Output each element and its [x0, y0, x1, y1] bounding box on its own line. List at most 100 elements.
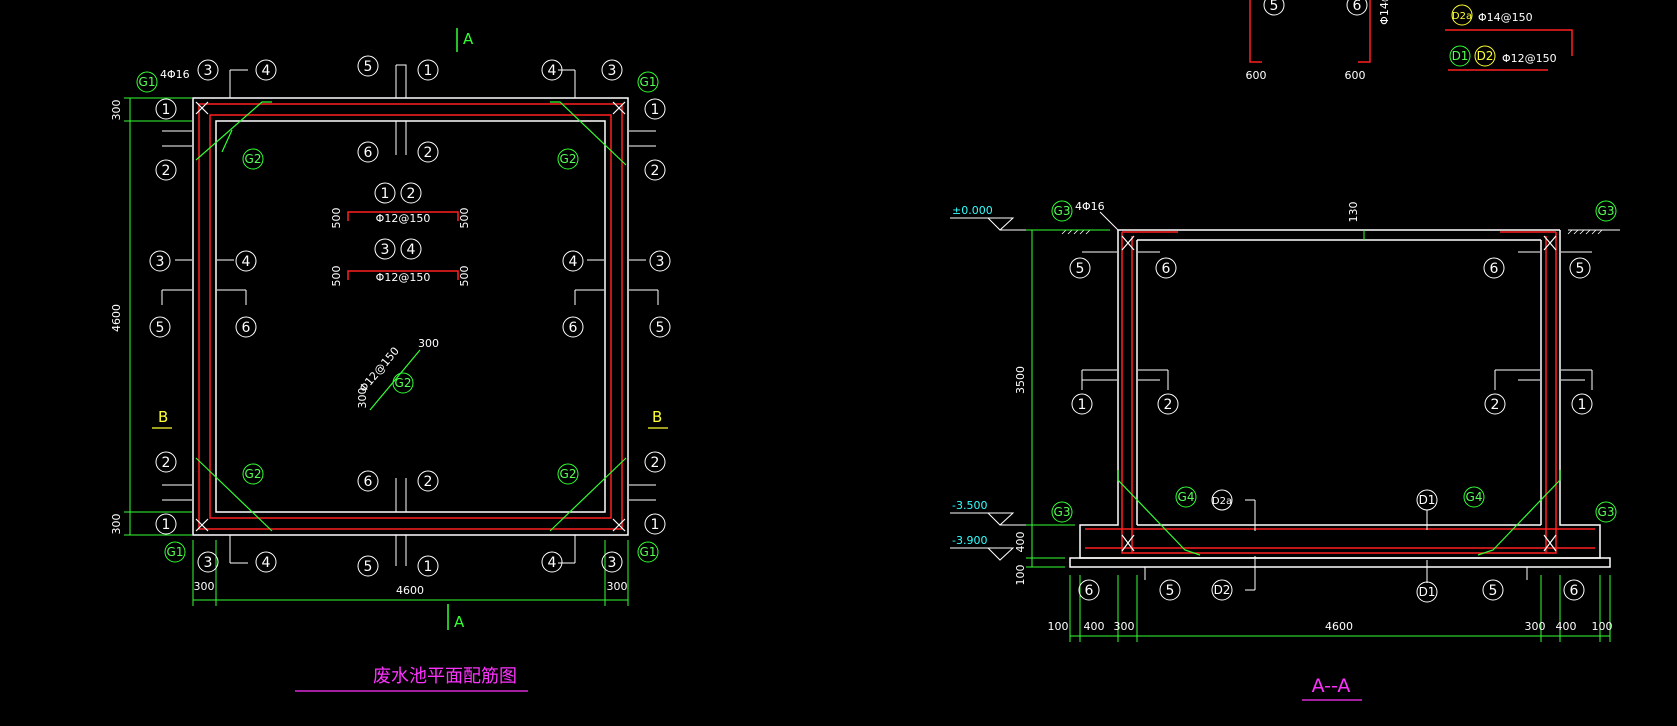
svg-text:2: 2 — [651, 163, 660, 179]
svg-text:D1: D1 — [1419, 585, 1436, 599]
svg-text:4: 4 — [262, 63, 271, 79]
svg-text:1: 1 — [1078, 397, 1087, 413]
section-callout-2: 2 — [1157, 393, 1179, 415]
section-title: A--A — [1312, 675, 1351, 697]
plan-bar-leaders — [161, 64, 659, 566]
svg-text:G1: G1 — [139, 75, 156, 89]
section-corner-x-marks — [1121, 235, 1557, 552]
section-green-tags: G3 G3 G3 G3 G4 G4 — [1051, 200, 1617, 523]
svg-text:4: 4 — [569, 254, 578, 270]
callout-2: 2 — [644, 451, 666, 473]
plan-callouts: 3 4 5 1 4 3 1 1 6 2 2 2 1 2 3 4 3 4 4 3 … — [149, 55, 671, 577]
tag-g2: G2 — [392, 372, 414, 394]
callout-1: 1 — [155, 513, 177, 535]
svg-text:6: 6 — [1085, 583, 1094, 599]
callout-1: 1 — [155, 98, 177, 120]
callout-6: 6 — [357, 470, 379, 492]
legend-d2a-bar — [1445, 29, 1573, 56]
svg-text:G3: G3 — [1054, 204, 1071, 218]
slab-bar2-right-dim: 500 — [458, 266, 471, 287]
section-callout-1: 1 — [1571, 393, 1593, 415]
section-callout-5: 5 — [1569, 257, 1591, 279]
slab-bar1-label: Φ12@150 — [376, 212, 431, 225]
svg-text:1: 1 — [424, 559, 433, 575]
callout-4: 4 — [235, 250, 257, 272]
legend-tag-d2a: D2a — [1451, 4, 1473, 26]
callout-2: 2 — [155, 159, 177, 181]
section-tag-d2a: D2a — [1211, 489, 1233, 511]
section-callout-6: 6 — [1563, 579, 1585, 601]
section-callouts: 5 6 6 5 1 2 2 1 6 5 5 6 D2a D1 D2 D1 — [1069, 257, 1593, 603]
plan-inner-wall — [215, 120, 606, 513]
legend-bar-right — [1358, 0, 1371, 63]
tag-g2: G2 — [242, 148, 264, 170]
section-dim-base: 100 — [1014, 565, 1027, 586]
plan-view: Φ12@150 Φ12@150 500 500 500 500 Φ12@150 … — [110, 28, 671, 692]
plan-corner-x-marks — [195, 101, 626, 532]
elev-bottom: -3.900 — [952, 534, 987, 547]
svg-text:2: 2 — [1164, 397, 1173, 413]
svg-text:2: 2 — [407, 186, 416, 202]
section-dim-b3: 300 — [1114, 620, 1135, 633]
callout-2: 2 — [644, 159, 666, 181]
section-tag-g4: G4 — [1463, 486, 1485, 508]
section-callout-6: 6 — [1078, 579, 1100, 601]
slab-bar1-right-dim: 500 — [458, 208, 471, 229]
slab-bar2-label: Φ12@150 — [376, 271, 431, 284]
svg-text:D2: D2 — [1477, 49, 1494, 63]
callout-3: 3 — [149, 250, 171, 272]
plan-slab-bars — [347, 211, 459, 280]
callout-4: 4 — [255, 59, 277, 81]
svg-text:5: 5 — [1489, 583, 1498, 599]
svg-text:G3: G3 — [1598, 204, 1615, 218]
section-leaders — [1081, 251, 1593, 591]
svg-text:G2: G2 — [560, 467, 577, 481]
section-dim-b6: 400 — [1556, 620, 1577, 633]
svg-text:5: 5 — [1076, 261, 1085, 277]
svg-text:G4: G4 — [1466, 490, 1483, 504]
callout-1: 1 — [417, 555, 439, 577]
legend-callout-6: 6 — [1346, 0, 1368, 16]
elev-top: ±0.000 — [952, 204, 993, 217]
tag-g2: G2 — [557, 148, 579, 170]
svg-text:3: 3 — [608, 63, 617, 79]
plan-haunch-bars — [195, 101, 627, 532]
section-callout-2: 2 — [1484, 393, 1506, 415]
section-mark-left: B — [158, 408, 168, 426]
legend-dim-600-a: 600 — [1246, 69, 1267, 82]
callout-5: 5 — [149, 316, 171, 338]
callout-4: 4 — [541, 551, 563, 573]
callout-2: 2 — [400, 182, 422, 204]
svg-text:6: 6 — [1490, 261, 1499, 277]
tag-g1: G1 — [637, 71, 659, 93]
tag-g1: G1 — [164, 541, 186, 563]
callout-4: 4 — [400, 238, 422, 260]
legend-vert-label: Φ14@ — [1378, 0, 1391, 25]
plan-outer-wall — [192, 97, 629, 536]
section-vertical-dims — [1026, 229, 1110, 568]
callout-6: 6 — [562, 316, 584, 338]
legend-callout-5: 5 — [1263, 0, 1285, 16]
svg-text:G1: G1 — [167, 545, 184, 559]
section-tag-d1: D1 — [1416, 489, 1438, 511]
legend-dim-600-b: 600 — [1345, 69, 1366, 82]
svg-text:G1: G1 — [640, 545, 657, 559]
section-corner-bar-spec: 4Φ16 — [1075, 200, 1105, 213]
plan-inner-rebar — [209, 114, 612, 519]
section-tag-d2: D2 — [1211, 579, 1233, 601]
plan-title: 废水池平面配筋图 — [373, 666, 517, 687]
svg-text:6: 6 — [242, 320, 251, 336]
plan-dim-bottom-mid: 4600 — [396, 584, 424, 597]
tag-g2: G2 — [242, 463, 264, 485]
section-ground-hatch — [1061, 229, 1603, 235]
section-view: ±0.000 -3.500 -3.900 3500 400 100 130 10… — [950, 200, 1620, 701]
section-rebar — [1085, 231, 1595, 554]
callout-4: 4 — [255, 551, 277, 573]
callout-3: 3 — [197, 551, 219, 573]
callout-3: 3 — [374, 238, 396, 260]
section-corner-spec-leader — [1099, 211, 1119, 231]
callout-3: 3 — [601, 59, 623, 81]
elev-mid: -3.500 — [952, 499, 987, 512]
svg-text:1: 1 — [381, 186, 390, 202]
svg-text:5: 5 — [656, 320, 665, 336]
